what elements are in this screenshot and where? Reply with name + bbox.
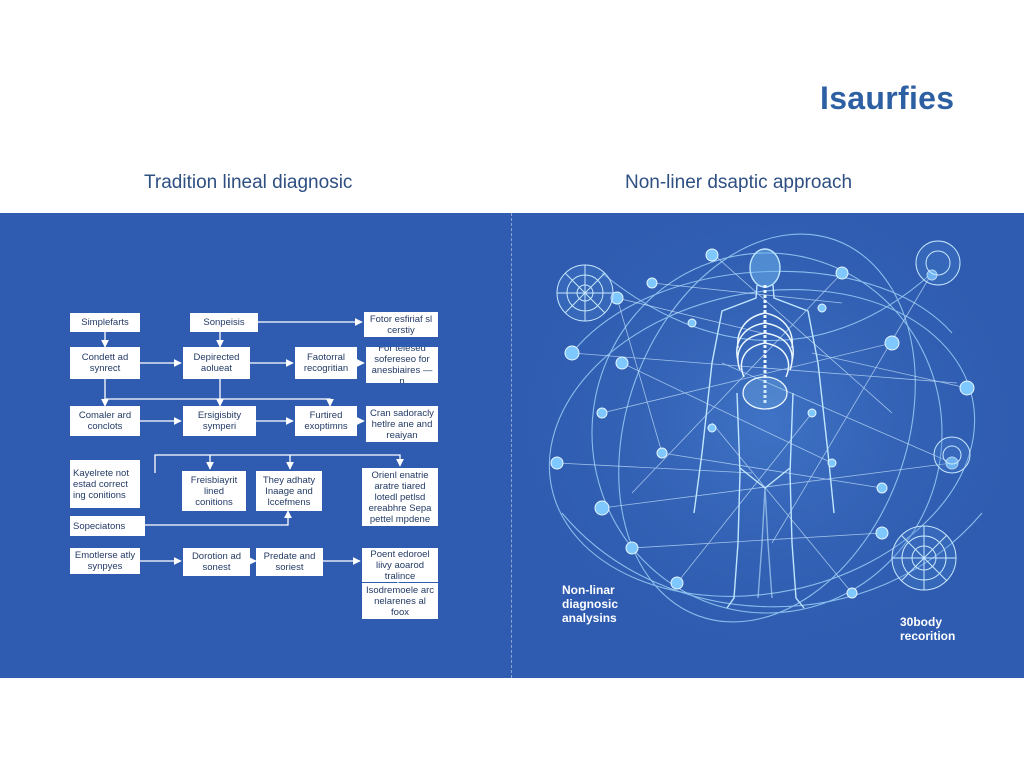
caption-nonlinear-analysis: Non-linar diagnosic analysins [562,583,619,625]
left-heading: Tradition lineal diagnosic [144,172,353,193]
flow-box: Isodremoele arc nelarenes al foox [362,583,438,619]
flow-box: Condett ad synrect [70,347,140,379]
flow-box: Fotor esfiriaf sl cerstiy [364,312,438,337]
flow-box: Ersigisbity symperi [183,406,256,436]
flow-box: Furtired exoptimns [295,406,357,436]
flow-box: Comaler ard conclots [70,406,140,436]
diagram-panel: Simplefarts Sonpeisis Fotor esfiriaf sl … [0,213,1024,678]
body-network-illustration [512,213,1024,678]
flow-box: Predate and soriest [256,548,323,576]
flow-box: Simplefarts [70,313,140,332]
flow-box: Orienl enatrie aratre tiared lotedl petl… [362,468,438,526]
ribcage [736,312,794,378]
right-heading: Non-liner dsaptic approach [625,172,853,193]
pelvis [742,376,788,410]
flow-box: Poent edoroel liivy aoarod tralince [362,548,438,582]
flow-box: Sopeciatons [70,516,145,536]
brand-title: Isaurfies [820,80,955,116]
flow-box: Freisbiayrit lined conitions [182,471,246,511]
flowchart-connectors [101,318,404,583]
flow-box: Depirected aolueat [183,347,250,379]
radial-scan-circles [556,240,971,591]
flow-box: Emotlerse atly synpyes [70,548,140,574]
flow-box: Cran sadoracly hetlre ane and reaiyan [366,406,438,442]
flow-box: Dorotion ad sonest [183,548,250,576]
flow-box: They adhaty Inaage and lccefmens [256,471,322,511]
panel-divider [511,213,512,678]
flow-box: Sonpeisis [190,313,258,332]
connector [154,454,404,473]
connector [145,510,292,526]
flow-box: Faotorral recogritian [295,347,357,379]
flow-box: Kayelrete not estad correct ing conition… [70,460,140,508]
caption-3d-body-recognition: 30body recorition [900,615,956,643]
connector [105,398,334,407]
flow-box: For telesed sofereseo for anesbiaires — … [366,347,438,383]
network-nodes [550,248,975,599]
